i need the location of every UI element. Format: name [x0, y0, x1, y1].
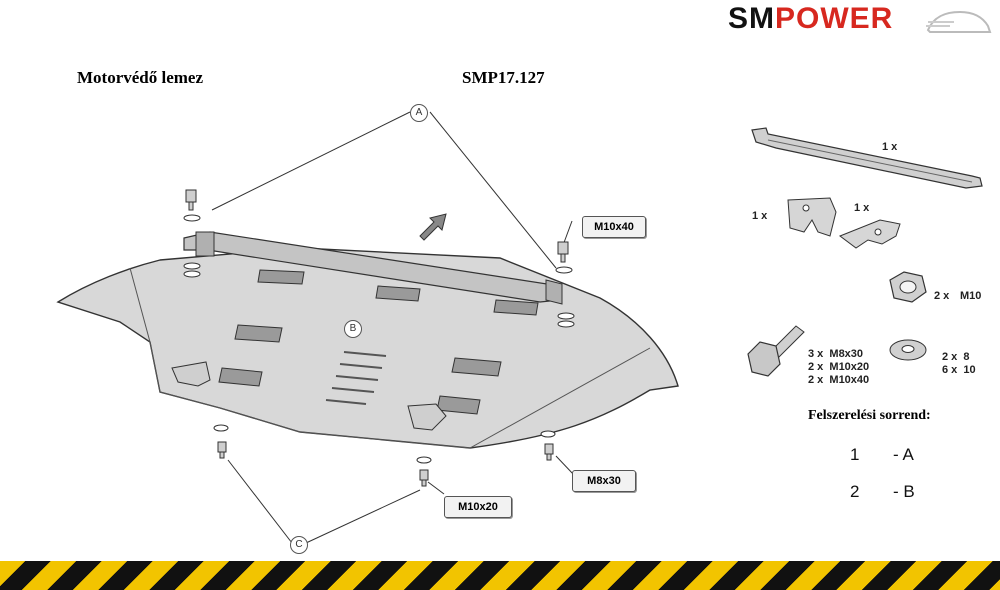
washer-icon [889, 339, 927, 361]
label-m10x40: M10x40 [582, 216, 646, 238]
sequence-title: Felszerelési sorrend: [808, 408, 931, 423]
brand-logo-part2: POWER [775, 2, 894, 35]
sequence-step-num: 2 [850, 482, 860, 501]
sequence-step-code: - B [893, 482, 915, 501]
bracket-qty: 1 x [882, 141, 898, 153]
hex-nut-icon [889, 271, 927, 303]
callout-c: C [290, 536, 308, 554]
hazard-stripe-footer [0, 561, 1000, 590]
callout-b: B [344, 320, 362, 338]
hex-bolt-icon [747, 325, 805, 377]
label-m10x20: M10x20 [444, 496, 512, 518]
adjuster-plates [171, 361, 447, 431]
page-title: Motorvédő lemez [77, 68, 204, 87]
adjuster-plate-1 [787, 197, 837, 237]
main-drawing [56, 111, 679, 544]
mounting-bracket [183, 231, 563, 305]
brand-logo-part1: SM [728, 2, 775, 35]
skid-plate [56, 247, 679, 449]
bolt-list-item: 2 x M10x20 [808, 361, 870, 373]
bolt-list-item: 2 x M10x40 [808, 374, 870, 386]
adjuster-plate-2 [838, 219, 901, 249]
bolt-list: 3 x M8x30 2 x M10x20 2 x M10x40 [808, 348, 869, 387]
car-silhouette-icon [926, 10, 992, 33]
parts-list-drawing [747, 127, 983, 377]
bracket-part [751, 127, 983, 189]
washer-list-item: 6 x 10 [942, 364, 976, 376]
direction-arrow-icon [419, 213, 447, 241]
bolt-list-item: 3 x M8x30 [808, 348, 864, 360]
fasteners [183, 189, 575, 487]
plate2-qty: 1 x [854, 202, 870, 214]
sequence-step-num: 1 [850, 445, 860, 464]
plate1-qty: 1 x [752, 210, 768, 222]
sequence-step-code: - A [893, 445, 914, 464]
label-m8x30: M8x30 [572, 470, 636, 492]
callout-a: A [410, 104, 428, 122]
brand-logo: SMPOWER [728, 4, 893, 34]
part-number: SMP17.127 [462, 68, 545, 87]
nut-size: M10 [960, 290, 982, 302]
washer-list-item: 2 x 8 [942, 351, 970, 363]
washer-list: 2 x 8 6 x 10 [942, 351, 976, 377]
nut-qty: 2 x [934, 290, 950, 302]
